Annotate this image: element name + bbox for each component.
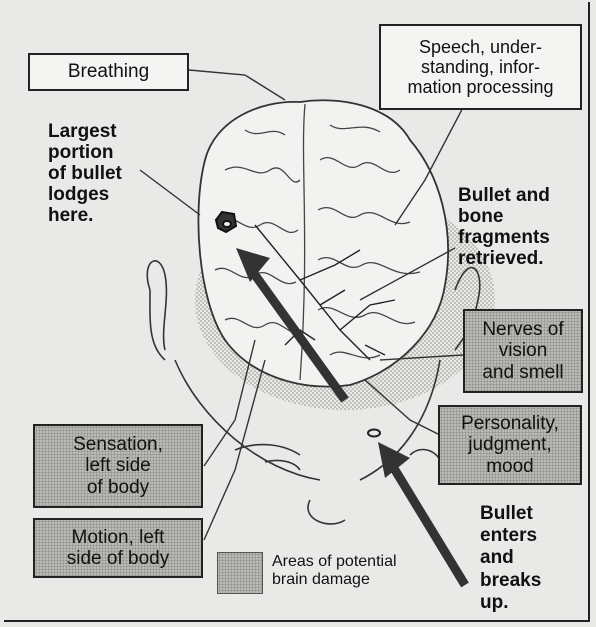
label-breathing: Breathing: [28, 53, 189, 91]
label-motion: Motion, left side of body: [33, 518, 203, 578]
label-speech: Speech, under- standing, infor- mation p…: [379, 24, 582, 110]
label-sensation: Sensation, left side of body: [33, 424, 203, 508]
label-fragments: Bullet and bone fragments retrieved.: [458, 186, 550, 270]
label-personality: Personality, judgment, mood: [438, 405, 582, 485]
legend-swatch: [217, 552, 263, 594]
entry-wound: [368, 430, 380, 437]
brain: [198, 100, 448, 386]
label-nerves: Nerves of vision and smell: [463, 309, 583, 393]
legend-label: Areas of potential brain damage: [272, 553, 397, 590]
label-bullet-enters: Bullet enters and breaks up.: [480, 503, 541, 614]
label-largest-portion: Largest portion of bullet lodges here.: [48, 122, 122, 226]
